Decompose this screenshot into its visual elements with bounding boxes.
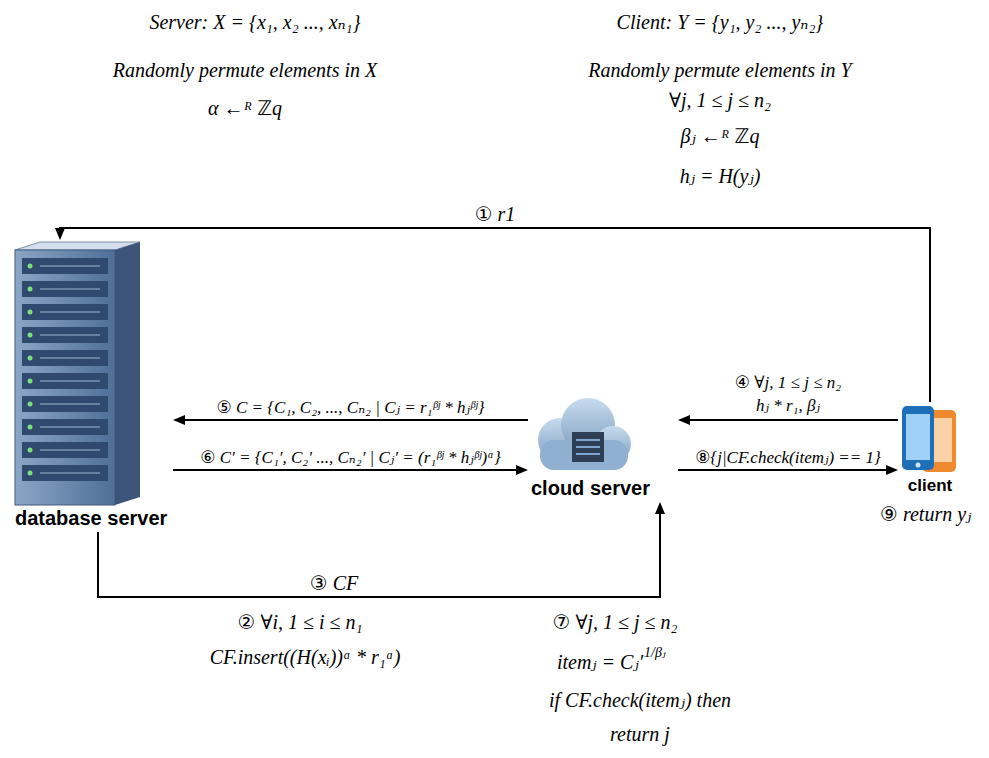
cloud-server-line bbox=[576, 439, 600, 441]
server-led bbox=[28, 448, 33, 453]
phone-icon bbox=[902, 406, 956, 472]
arrowhead bbox=[55, 228, 65, 240]
arrowhead bbox=[678, 415, 690, 425]
cloud-server-line bbox=[576, 453, 600, 455]
math-text: ⑦ ∀j, 1 ≤ j ≤ n₂ bbox=[552, 610, 677, 634]
connector-line bbox=[688, 419, 898, 421]
edge-label: ④ ∀j, 1 ≤ j ≤ n₂ hⱼ * r₁, βⱼ bbox=[731, 372, 846, 418]
edge-label: ③ CF bbox=[308, 571, 361, 595]
server-line bbox=[40, 312, 100, 313]
edge-label: ⑥ C′ = {C₁′, C₂′ ..., Cₙ₂′ | Cⱼ′ = (r₁ᵝʲ… bbox=[198, 448, 502, 468]
icon-node: cloud server bbox=[528, 392, 678, 502]
math-text: CF.insert((H(xᵢ))ᵅ * r₁ᵅ) bbox=[210, 645, 401, 669]
server-line bbox=[40, 381, 100, 382]
icon-node: database server bbox=[12, 240, 173, 532]
server-line bbox=[40, 404, 100, 405]
arrowhead bbox=[516, 465, 528, 475]
arrowhead bbox=[655, 502, 665, 514]
server-led bbox=[28, 310, 33, 315]
server-led bbox=[28, 402, 33, 407]
phone-screen bbox=[906, 414, 930, 460]
server-line bbox=[40, 335, 100, 336]
math-text: Randomly permute elements in Y bbox=[588, 58, 851, 82]
icon-node: client bbox=[898, 402, 962, 498]
connector-line bbox=[173, 469, 518, 471]
node-label: cloud server bbox=[531, 476, 650, 500]
server-slot bbox=[22, 258, 108, 274]
server-icon bbox=[15, 242, 140, 505]
server-led bbox=[28, 287, 33, 292]
server-slot bbox=[22, 327, 108, 343]
math-text: if CF.check(itemⱼ) then bbox=[549, 688, 731, 712]
math-text: 1/βⱼ bbox=[644, 645, 666, 662]
server-led bbox=[28, 356, 33, 361]
math-text: ∀j, 1 ≤ j ≤ n₂ bbox=[669, 88, 771, 112]
server-line bbox=[40, 427, 100, 428]
cloud-icon bbox=[538, 398, 631, 470]
server-slot bbox=[22, 281, 108, 297]
phone-body bbox=[902, 406, 934, 470]
connector-line bbox=[678, 469, 888, 471]
server-led bbox=[28, 333, 33, 338]
server-slot bbox=[22, 373, 108, 389]
edge-label: ⑧{j|CF.check(itemⱼ) == 1} bbox=[693, 448, 883, 468]
node-label: database server bbox=[15, 506, 167, 530]
server-slot bbox=[22, 442, 108, 458]
server-slot bbox=[22, 396, 108, 412]
math-text: Server: X = {x₁, x₂ ..., xₙ₁} bbox=[149, 10, 360, 34]
math-text: α ←ᴿ ℤq bbox=[208, 96, 282, 120]
math-text: Randomly permute elements in X bbox=[113, 58, 377, 82]
math-text: βⱼ ←ᴿ ℤq bbox=[681, 124, 760, 148]
math-text: ② ∀i, 1 ≤ i ≤ n₁ bbox=[237, 610, 362, 634]
connector-line bbox=[183, 419, 528, 421]
arrowhead bbox=[173, 415, 185, 425]
cloud-server bbox=[572, 432, 604, 462]
node-label: client bbox=[908, 476, 952, 496]
edge-label: ⑤ C = {C₁, C₂, ..., Cₙ₂ | Cⱼ = r₁ᵝʲ * hⱼ… bbox=[214, 398, 486, 418]
math-text: hⱼ = H(yⱼ) bbox=[680, 164, 761, 188]
phone-button bbox=[916, 463, 921, 468]
server-slot bbox=[22, 304, 108, 320]
math-text: ⑨ return yⱼ bbox=[880, 502, 971, 526]
server-led bbox=[28, 471, 33, 476]
server-line bbox=[40, 473, 100, 474]
server-led bbox=[28, 264, 33, 269]
server-side bbox=[115, 242, 140, 505]
server-line bbox=[40, 450, 100, 451]
server-line bbox=[40, 266, 100, 267]
edge-label: ① r1 bbox=[473, 202, 518, 226]
cloud-server-line bbox=[576, 446, 600, 448]
server-slot bbox=[22, 350, 108, 366]
server-slot bbox=[22, 465, 108, 481]
connector-line bbox=[98, 512, 660, 597]
server-front bbox=[15, 250, 115, 505]
math-text: Client: Y = {y₁, y₂ ..., yₙ₂} bbox=[617, 10, 824, 34]
math-text: itemⱼ = Cⱼ′ bbox=[557, 650, 643, 674]
math-text: return j bbox=[610, 722, 670, 746]
server-line bbox=[40, 289, 100, 290]
server-line bbox=[40, 358, 100, 359]
server-led bbox=[28, 379, 33, 384]
server-led bbox=[28, 425, 33, 430]
server-slot bbox=[22, 419, 108, 435]
connector bbox=[98, 502, 665, 597]
arrowhead bbox=[886, 465, 898, 475]
